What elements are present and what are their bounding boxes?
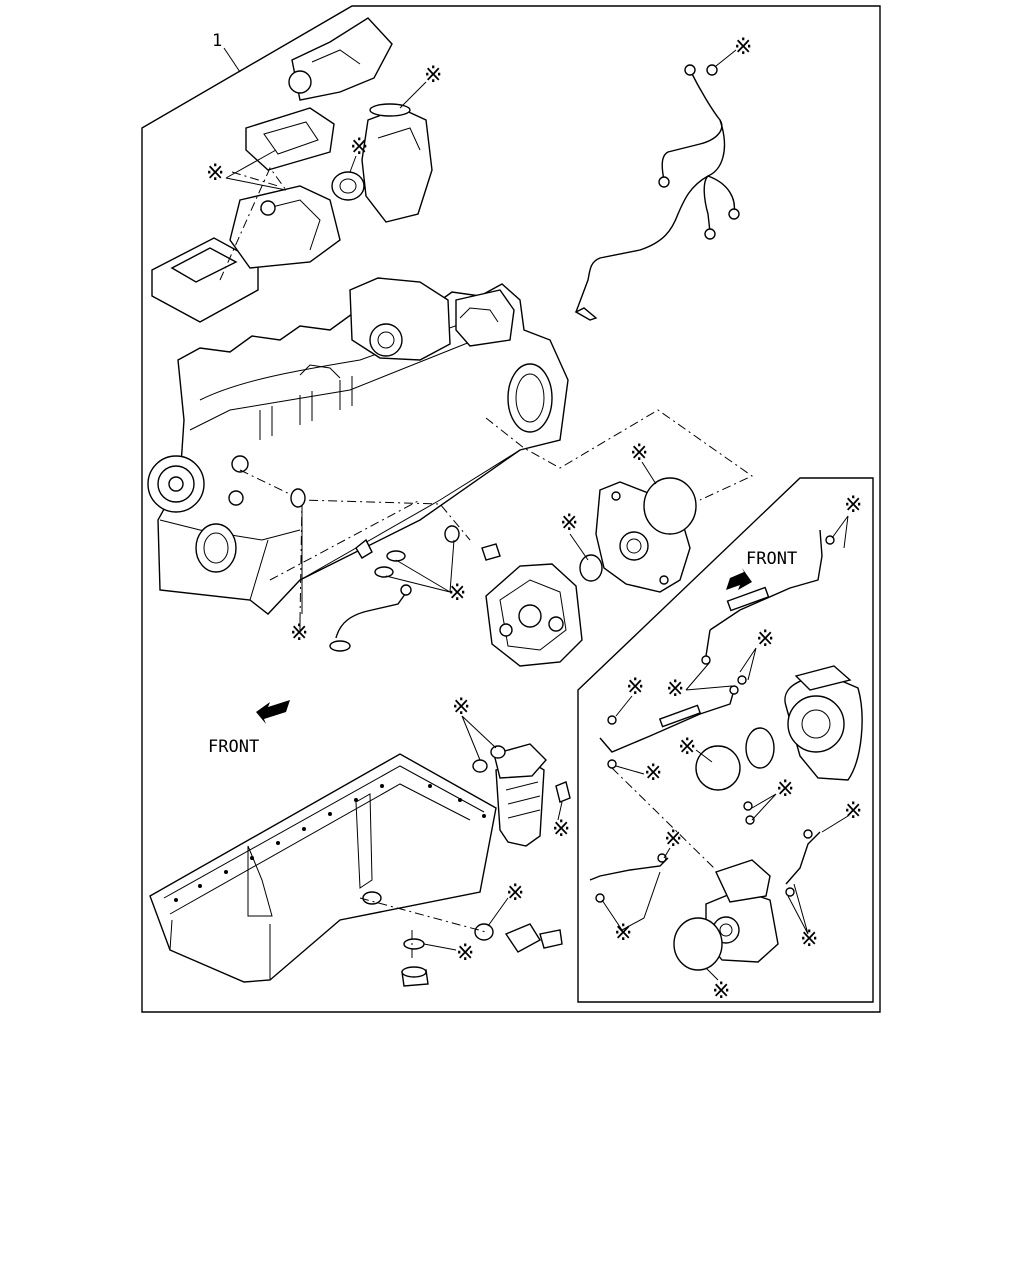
oil-feed-pipe	[329, 525, 460, 652]
oil-filter	[472, 743, 571, 847]
asterisk-callout-icon: ※	[626, 675, 644, 700]
supply-pump	[481, 543, 583, 667]
asterisk-callout-icon: ※	[560, 511, 578, 536]
asterisk-callout-icon: ※	[844, 799, 862, 824]
fuel-injection-lines	[574, 64, 740, 321]
asterisk-callout-icon: ※	[552, 817, 570, 842]
asterisk-callout-icon: ※	[776, 777, 794, 802]
diagram-frame	[141, 5, 881, 1013]
front-label-main: FRONT	[208, 737, 259, 757]
asterisk-callout-icon: ※	[452, 695, 470, 720]
oil-level-sensor	[474, 923, 563, 953]
asterisk-callout-icon: ※	[844, 493, 862, 518]
item-number-leader	[223, 47, 241, 73]
water-outlet-assembly	[331, 103, 433, 223]
drain-plug	[401, 938, 429, 987]
asterisk-callout-icon: ※	[614, 921, 632, 946]
item-number-label: 1	[212, 31, 222, 51]
rear-housing	[579, 477, 697, 593]
turbo-oil-lines	[599, 529, 835, 769]
air-compressor	[673, 859, 779, 971]
compressor-lines	[589, 801, 821, 903]
asterisk-callout-icon: ※	[448, 581, 466, 606]
asterisk-callout-icon: ※	[350, 135, 368, 160]
oil-pan	[149, 753, 497, 983]
asterisk-callout-icon: ※	[800, 927, 818, 952]
intake-manifold	[151, 17, 393, 323]
asterisk-callout-icon: ※	[678, 735, 696, 760]
asterisk-callout-icon: ※	[664, 827, 682, 852]
front-arrow-main: FRONT	[208, 700, 290, 757]
asterisk-callout-icon: ※	[206, 161, 224, 186]
asterisk-callout-icon: ※	[644, 761, 662, 786]
front-label-inset: FRONT	[746, 549, 797, 569]
asterisk-callout-icon: ※	[290, 621, 308, 646]
turbocharger	[695, 665, 863, 791]
asterisk-callout-icon: ※	[456, 941, 474, 966]
inset-frame	[577, 477, 874, 1003]
asterisk-callout-icon: ※	[734, 35, 752, 60]
front-arrow-inset: FRONT	[726, 549, 797, 590]
asterisk-callout-icon: ※	[506, 881, 524, 906]
asterisk-callout-icon: ※	[630, 441, 648, 466]
asterisk-callout-icon: ※	[424, 63, 442, 88]
engine-block	[147, 277, 569, 615]
asterisk-callout-icon: ※	[666, 677, 684, 702]
front-arrow-icon	[256, 700, 290, 724]
kit-callouts: ※ ※ ※ ※ ※ ※ ※ ※ ※ ※ ※ ※ ※ ※ ※ ※ ※ ※ ※	[206, 35, 862, 1004]
asterisk-callout-icon: ※	[756, 627, 774, 652]
asterisk-callout-icon: ※	[712, 979, 730, 1004]
front-arrow-icon	[726, 568, 752, 590]
